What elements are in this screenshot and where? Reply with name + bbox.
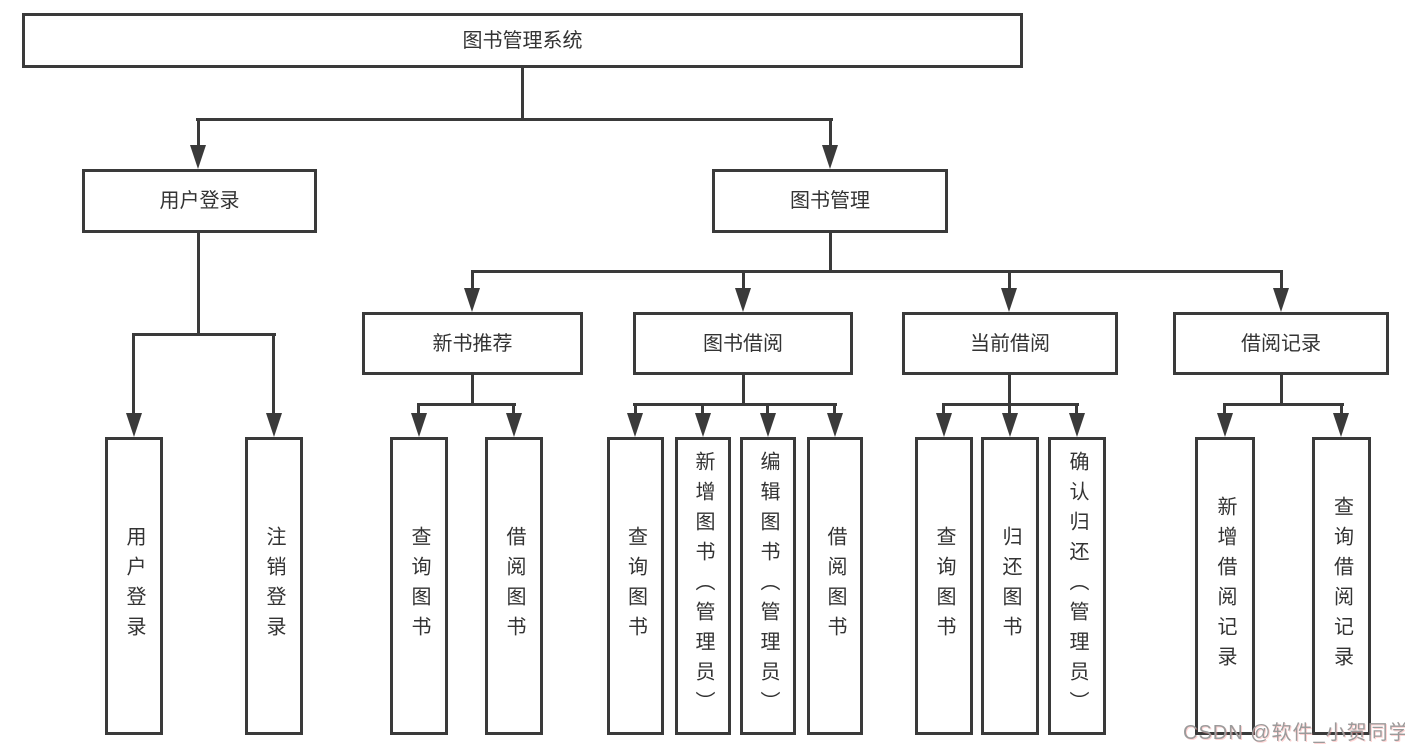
leaf-label: 新增借阅记录 bbox=[1214, 496, 1236, 676]
arrowhead-icon bbox=[627, 413, 643, 437]
arrowhead-icon bbox=[190, 145, 206, 169]
connector-stem-login-leaf bbox=[132, 333, 135, 413]
connector-stem-current-borrow bbox=[1008, 270, 1011, 290]
arrowhead-icon bbox=[1273, 288, 1289, 312]
leaf-query-book-borrow: 查询图书 bbox=[607, 437, 664, 735]
connector-leaf-stem bbox=[942, 403, 945, 415]
arrowhead-icon bbox=[464, 288, 480, 312]
connector-level3-bar bbox=[471, 270, 1283, 273]
leaf-logout: 注销登录 bbox=[245, 437, 303, 735]
connector-book-borrow-drop bbox=[742, 375, 745, 406]
connector-leaf-stem bbox=[512, 403, 515, 415]
arrowhead-icon bbox=[1002, 413, 1018, 437]
leaf-add-book-admin: 新增图书（管理员） bbox=[675, 437, 731, 735]
arrowhead-icon bbox=[126, 413, 142, 437]
node-library-management-system: 图书管理系统 bbox=[22, 13, 1023, 68]
node-label: 用户登录 bbox=[159, 190, 240, 212]
connector-leaf-stem bbox=[634, 403, 637, 415]
connector-leaf-stem bbox=[1008, 403, 1011, 415]
connector-book-borrow-bar bbox=[633, 403, 837, 406]
arrowhead-icon bbox=[822, 145, 838, 169]
leaf-label: 注销登录 bbox=[263, 526, 285, 646]
connector-current-borrow-drop bbox=[1008, 375, 1011, 406]
node-book-borrow: 图书借阅 bbox=[633, 312, 853, 375]
leaf-label: 查询图书 bbox=[624, 526, 647, 646]
connector-stem-book-management bbox=[829, 118, 832, 147]
leaf-borrow-book-recommend: 借阅图书 bbox=[485, 437, 543, 735]
connector-leaf-stem bbox=[417, 403, 420, 415]
leaf-label: 确认归还（管理员） bbox=[1066, 451, 1088, 721]
connector-borrow-record-drop bbox=[1280, 375, 1283, 406]
connector-leaf-stem bbox=[833, 403, 836, 415]
leaf-query-book-recommend: 查询图书 bbox=[390, 437, 448, 735]
leaf-edit-book-admin: 编辑图书（管理员） bbox=[740, 437, 796, 735]
arrowhead-icon bbox=[506, 413, 522, 437]
connector-borrow-record-bar bbox=[1223, 403, 1344, 406]
arrowhead-icon bbox=[266, 413, 282, 437]
leaf-return-book: 归还图书 bbox=[981, 437, 1039, 735]
arrowhead-icon bbox=[411, 413, 427, 437]
node-user-login: 用户登录 bbox=[82, 169, 317, 233]
arrowhead-icon bbox=[1001, 288, 1017, 312]
connector-new-book-drop bbox=[471, 375, 474, 406]
leaf-label: 编辑图书（管理员） bbox=[757, 451, 779, 721]
arrowhead-icon bbox=[1333, 413, 1349, 437]
leaf-label: 用户登录 bbox=[123, 526, 145, 646]
connector-stem-borrow-record bbox=[1280, 270, 1283, 290]
node-book-management: 图书管理 bbox=[712, 169, 948, 233]
connector-stem-new-book bbox=[471, 270, 474, 290]
connector-leaf-stem bbox=[1075, 403, 1078, 415]
arrowhead-icon bbox=[695, 413, 711, 437]
node-new-book-recommend: 新书推荐 bbox=[362, 312, 583, 375]
arrowhead-icon bbox=[936, 413, 952, 437]
connector-user-login-bar bbox=[132, 333, 276, 336]
leaf-add-borrow-record: 新增借阅记录 bbox=[1195, 437, 1255, 735]
connector-new-book-bar bbox=[417, 403, 516, 406]
connector-leaf-stem bbox=[701, 403, 704, 415]
connector-level2-bar bbox=[196, 118, 833, 121]
leaf-label: 查询借阅记录 bbox=[1330, 496, 1353, 676]
node-label: 图书管理系统 bbox=[462, 29, 583, 52]
leaf-label: 归还图书 bbox=[999, 526, 1021, 646]
connector-stem-user-login bbox=[197, 118, 200, 147]
connector-leaf-stem bbox=[1340, 403, 1343, 415]
node-label: 借阅记录 bbox=[1241, 332, 1321, 355]
leaf-label: 查询图书 bbox=[933, 526, 955, 646]
connector-book-management-drop bbox=[829, 233, 832, 273]
connector-leaf-stem bbox=[1223, 403, 1226, 415]
leaf-confirm-return-admin: 确认归还（管理员） bbox=[1048, 437, 1106, 735]
connector-root-drop bbox=[521, 68, 524, 120]
node-label: 图书借阅 bbox=[703, 332, 783, 355]
csdn-watermark: CSDN @软件_小贺同学 bbox=[1183, 722, 1405, 744]
arrowhead-icon bbox=[1069, 413, 1085, 437]
node-label: 当前借阅 bbox=[970, 332, 1050, 355]
leaf-label: 查询图书 bbox=[408, 526, 430, 646]
connector-stem-logout-leaf bbox=[272, 333, 275, 413]
arrowhead-icon bbox=[1217, 413, 1233, 437]
connector-stem-book-borrow bbox=[742, 270, 745, 290]
node-current-borrow: 当前借阅 bbox=[902, 312, 1118, 375]
leaf-query-book-current: 查询图书 bbox=[915, 437, 973, 735]
leaf-label: 借阅图书 bbox=[824, 526, 846, 646]
arrowhead-icon bbox=[760, 413, 776, 437]
connector-leaf-stem bbox=[766, 403, 769, 415]
connector-user-login-drop bbox=[197, 233, 200, 336]
node-borrow-record: 借阅记录 bbox=[1173, 312, 1389, 375]
leaf-query-borrow-record: 查询借阅记录 bbox=[1312, 437, 1371, 735]
arrowhead-icon bbox=[827, 413, 843, 437]
leaf-borrow-book: 借阅图书 bbox=[807, 437, 863, 735]
leaf-user-login: 用户登录 bbox=[105, 437, 163, 735]
arrowhead-icon bbox=[735, 288, 751, 312]
node-label: 新书推荐 bbox=[432, 332, 513, 355]
node-label: 图书管理 bbox=[790, 190, 870, 212]
leaf-label: 借阅图书 bbox=[503, 526, 525, 646]
leaf-label: 新增图书（管理员） bbox=[692, 451, 714, 721]
